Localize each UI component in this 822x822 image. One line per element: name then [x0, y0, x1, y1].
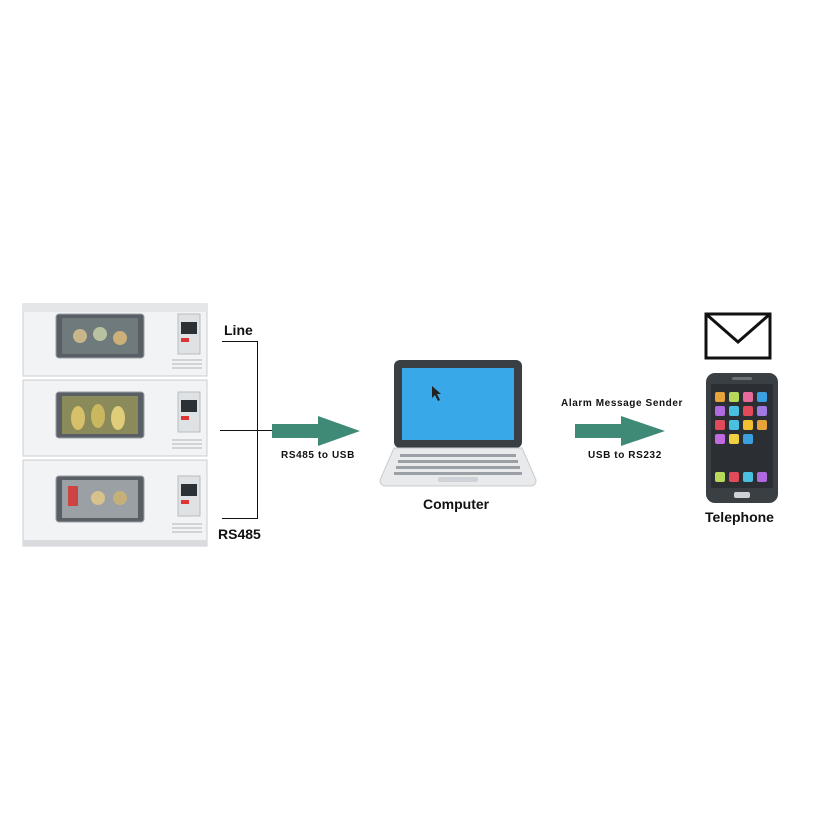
laptop-icon [379, 360, 537, 487]
label-computer: Computer [423, 496, 490, 512]
smartphone-icon [706, 373, 778, 503]
envelope-icon [704, 312, 772, 360]
computer [376, 358, 540, 490]
wire-middle [220, 430, 272, 431]
line-wire-bottom [222, 518, 258, 519]
label-line: Line [224, 322, 253, 338]
label-rs485: RS485 [218, 526, 261, 542]
incubator-icon [22, 303, 208, 547]
label-alarm-message-sender: Alarm Message Sender [561, 398, 684, 409]
line-wire-top [222, 341, 258, 342]
incubator-stack [22, 300, 208, 548]
label-usb-to-rs232: USB to RS232 [588, 450, 662, 461]
label-rs485-to-usb: RS485 to USB [281, 450, 355, 461]
arrow-right-icon [575, 416, 665, 446]
arrow-right-icon [272, 416, 360, 446]
label-telephone: Telephone [705, 509, 774, 525]
